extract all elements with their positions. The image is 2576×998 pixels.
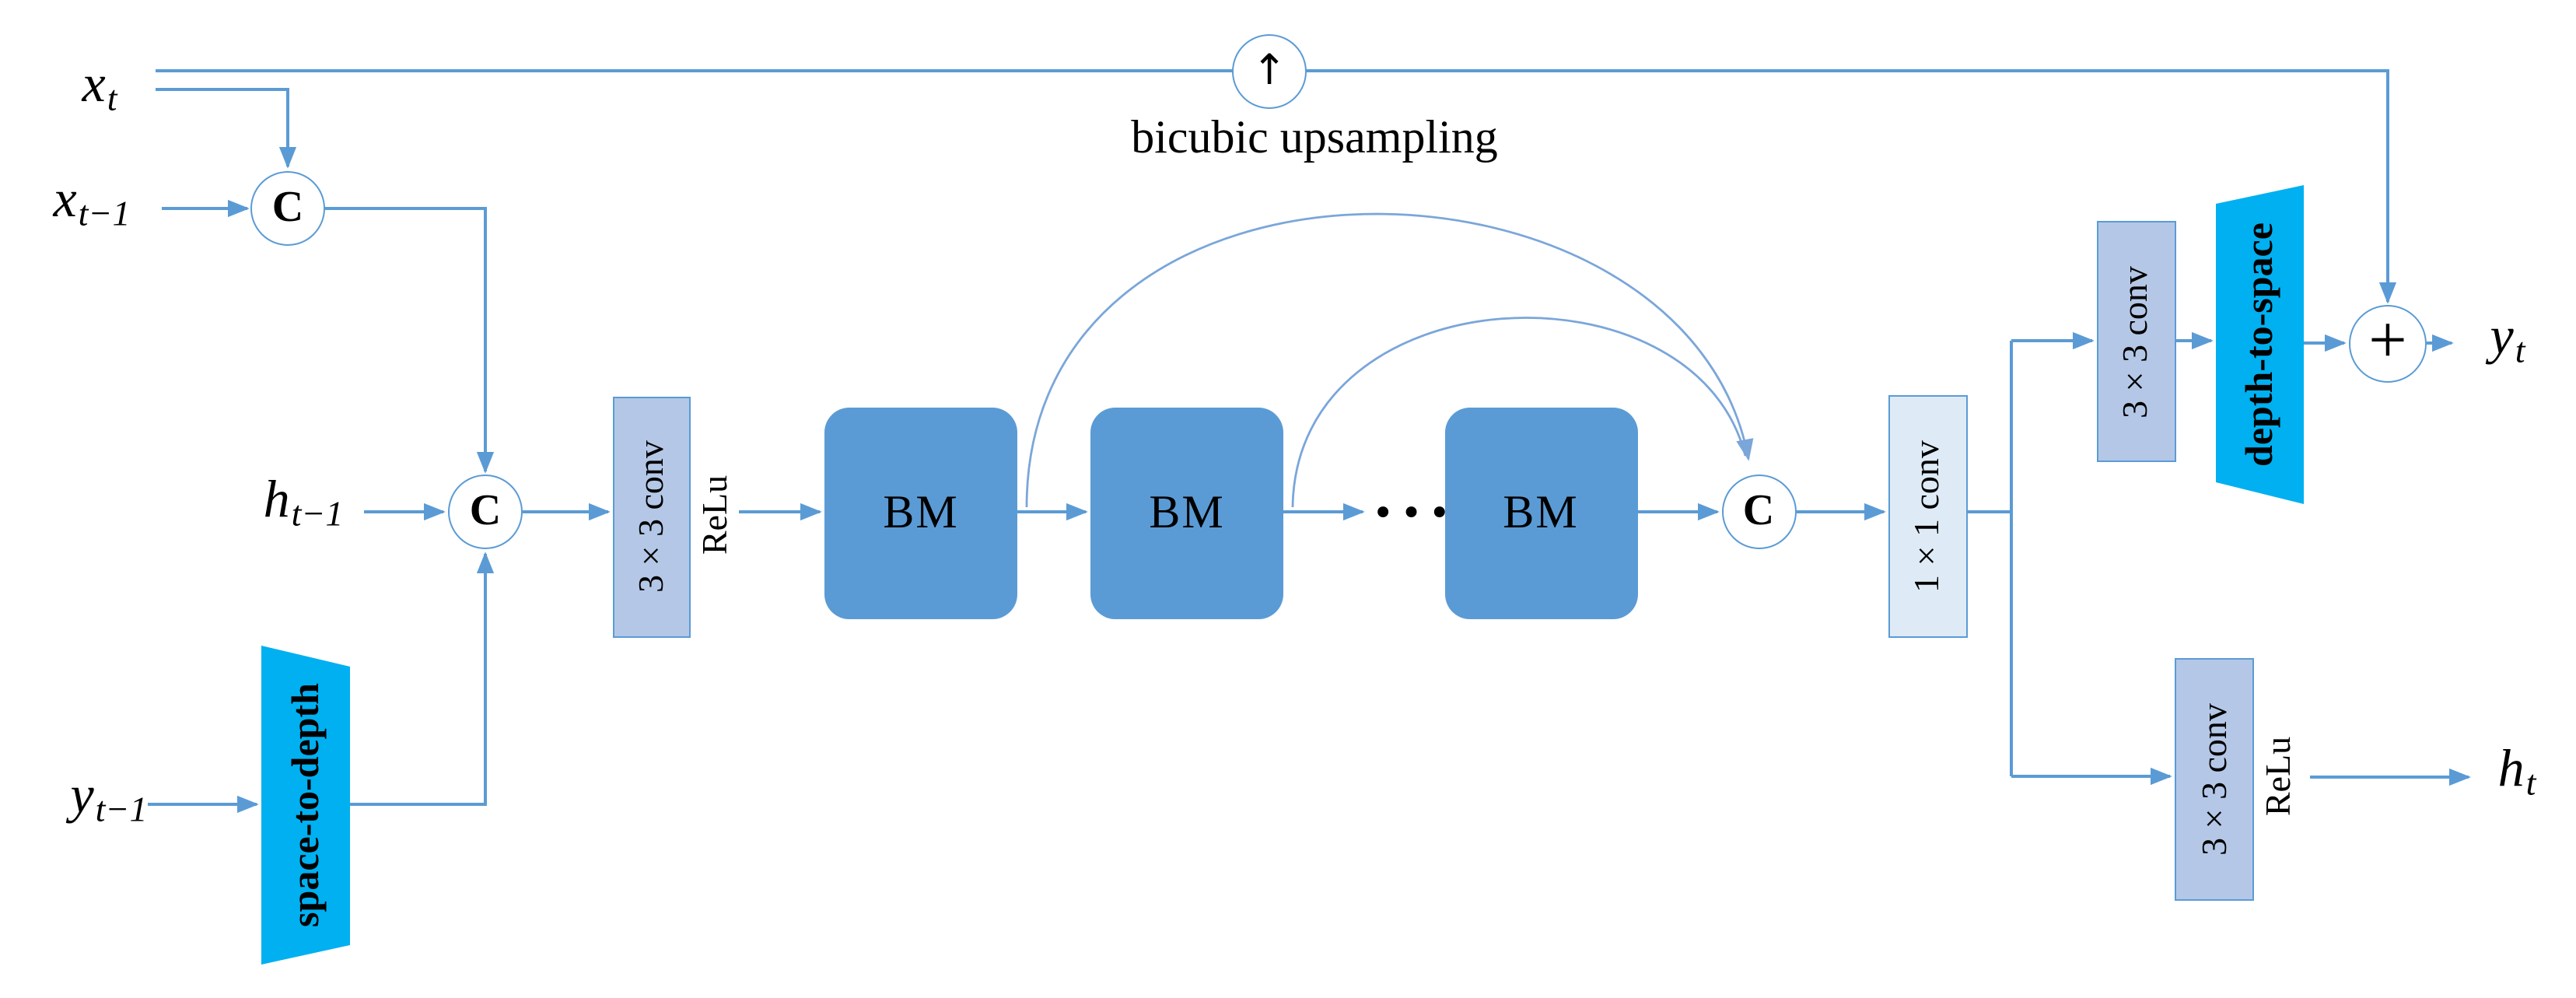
conv3x3-block-2-label: 3 × 3 conv [2116, 265, 2154, 418]
conv1x1-block [1888, 395, 1967, 638]
bm-block-1: BM [824, 407, 1017, 618]
edge-xt-to-add [156, 69, 2397, 304]
conv3x3-block-3 [2175, 658, 2254, 901]
conv3x3-block-1-label: 3 × 3 conv [632, 440, 670, 593]
space-to-depth-label: space-to-depth [284, 683, 326, 927]
edge-xt-to-concat1 [156, 88, 297, 169]
bicubic-caption: bicubic upsampling [1131, 112, 1498, 163]
add-node: + [2349, 304, 2427, 382]
ellipsis-dots: ••• [1372, 492, 1457, 535]
skip-arc-1 [1025, 212, 1754, 508]
up-arrow-icon: ↑ [1251, 47, 1287, 95]
plus-icon: + [2368, 301, 2407, 377]
conv3x3-block-1 [612, 396, 691, 637]
conv1x1-block-label: 1 × 1 conv [1907, 440, 1946, 593]
concat-node-1: C [250, 171, 325, 246]
relu-label-1: ReLu [695, 474, 733, 555]
skip-arc-2 [1291, 317, 1747, 508]
edge-s2d-to-concat2 [350, 552, 495, 806]
space-to-depth-block [261, 646, 350, 965]
relu-label-2: ReLu [2258, 735, 2297, 816]
bm-block-3: BM [1444, 407, 1637, 618]
conv3x3-block-3-label: 3 × 3 conv [2194, 703, 2233, 856]
bicubic-upsample-node: ↑ [1232, 33, 1307, 108]
depth-to-space-label: depth-to-space [2238, 222, 2280, 467]
bm-block-2: BM [1090, 407, 1283, 618]
edge-concat1-to-concat2 [325, 207, 495, 474]
concat-node-2: C [448, 474, 523, 549]
concat-node-3: C [1721, 474, 1796, 549]
conv3x3-block-2 [2097, 220, 2175, 462]
depth-to-space-block [2216, 185, 2304, 504]
